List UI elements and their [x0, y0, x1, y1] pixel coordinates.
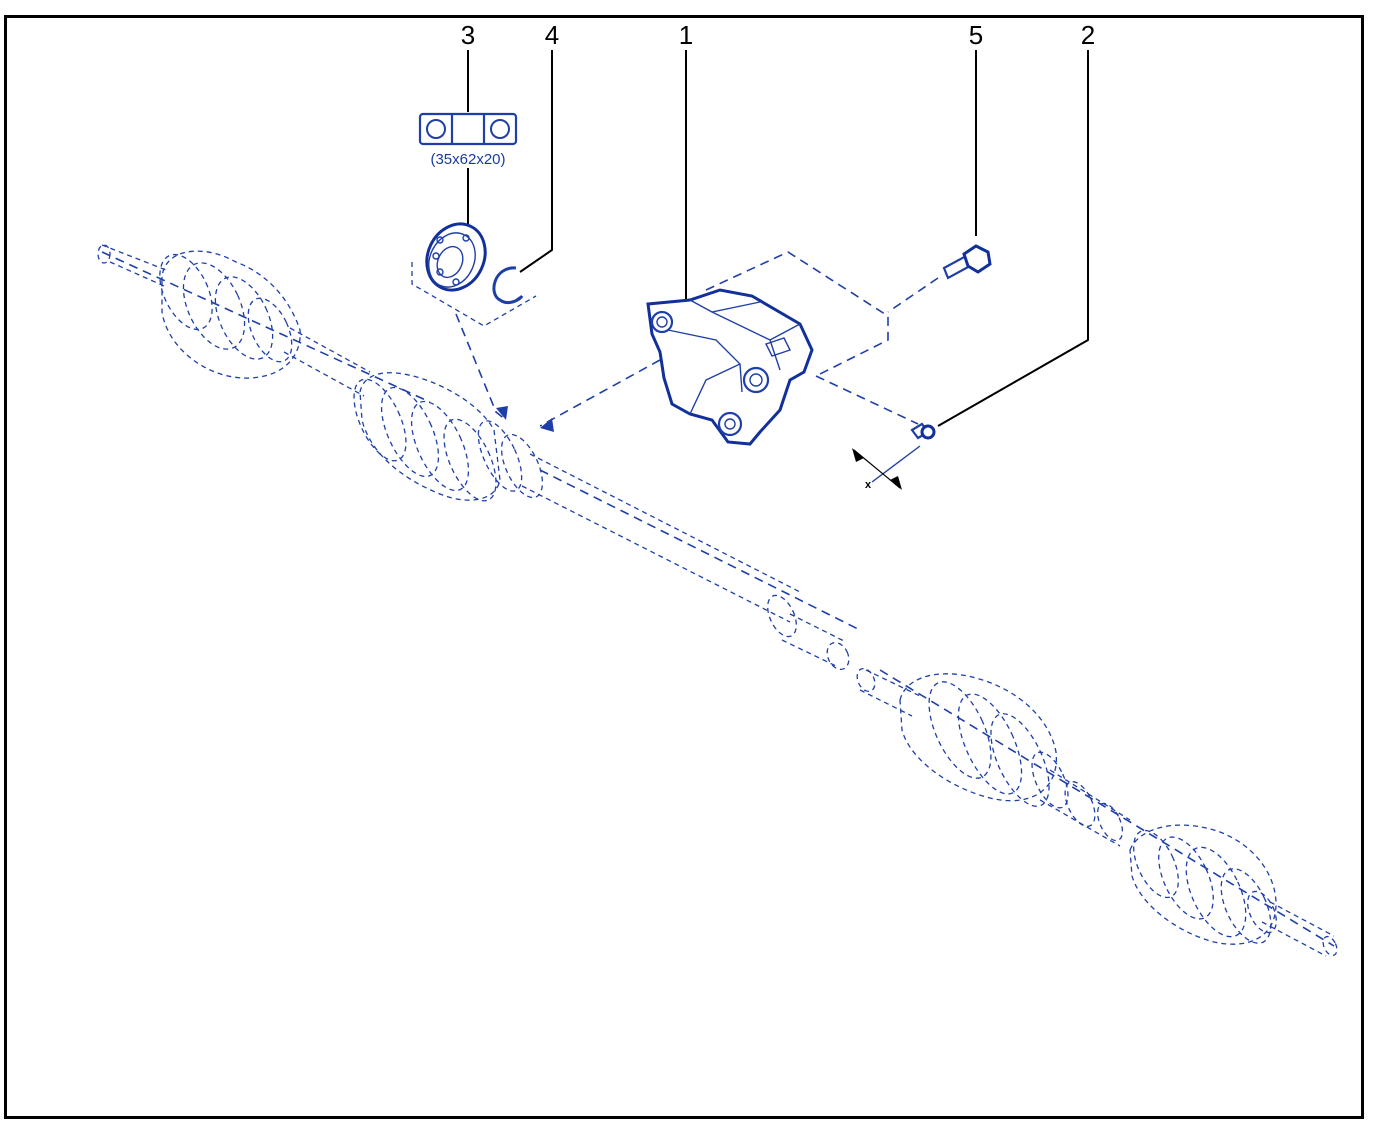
diagram-frame	[4, 15, 1364, 1119]
left-outer-boot	[159, 250, 371, 397]
left-inner-joint	[353, 372, 544, 502]
bearing-part[interactable]	[411, 214, 537, 327]
bearing-symbol	[418, 112, 518, 146]
arrow-icon	[496, 406, 508, 420]
callout-5[interactable]: 5	[969, 20, 983, 236]
callout-5-label: 5	[969, 20, 983, 50]
arrow-icon	[540, 418, 554, 432]
callout-4[interactable]: 4	[519, 20, 559, 273]
circlip-part[interactable]	[492, 266, 524, 304]
bearing-bracket-part[interactable]	[539, 251, 919, 446]
callout-2-label: 2	[1081, 20, 1095, 50]
callout-3-label: 3	[461, 20, 475, 50]
drive-shaft	[97, 244, 1338, 957]
bolt-part[interactable]	[887, 244, 992, 313]
callout-1-label: 1	[679, 20, 693, 50]
bearing-spec-text: (35x62x20)	[430, 151, 505, 168]
callout-4-label: 4	[545, 20, 559, 50]
right-inner-joint	[856, 667, 1131, 847]
callout-3[interactable]: 3	[461, 20, 475, 228]
stud-part[interactable]: x	[852, 422, 936, 491]
right-outer-boot	[1129, 824, 1338, 957]
intermediate-shaft	[521, 453, 850, 671]
callout-1[interactable]: 1	[677, 20, 693, 306]
axis-marker-text: x	[865, 479, 872, 491]
callout-2[interactable]: 2	[937, 20, 1095, 427]
